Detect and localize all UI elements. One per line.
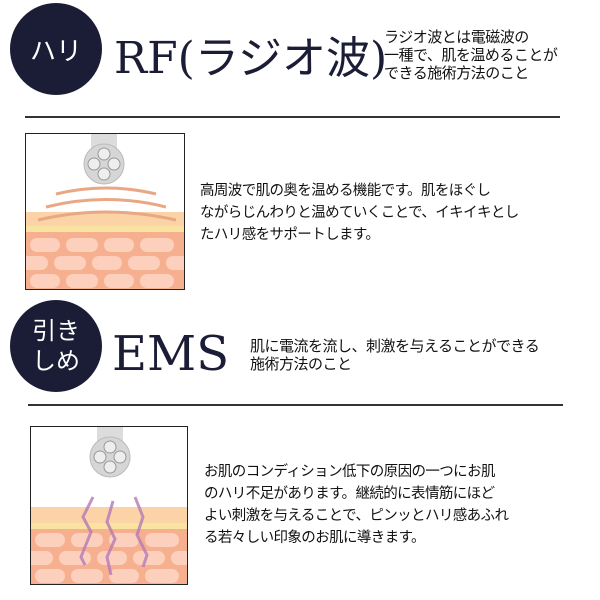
rf-body-line: たハリ感をサポートします。 [200,227,380,243]
ems-body: お肌のコンディション低下の原因の一つにお肌 のハリ不足があります。継続的に表情筋… [204,461,509,549]
rf-description-line: できる施術方法のこと [384,64,529,82]
ems-body-line: る若々しい印象のお肌に導きます。 [204,530,426,546]
rf-waves [37,186,177,222]
ems-description-line: 肌に電流を流し、刺激を与えることができる [250,337,540,355]
ems-body-line: お肌のコンディション低下の原因の一つにお肌 [204,464,495,480]
rf-description-line: ラジオ波とは電磁波の [384,28,529,46]
hikishime-badge-line: 引き [32,317,80,345]
rf-description: ラジオ波とは電磁波の 一種で、肌を温めることが できる施術方法のこと [384,28,558,82]
rf-divider [25,116,560,118]
ems-divider [28,404,563,406]
hikishime-badge-line: しめ [32,347,80,375]
ems-description-line: 施術方法のこと [250,355,352,373]
ems-body-line: よい刺激を与えることで、ピンッとハリ感あふれ [204,508,509,524]
rf-title: RF(ラジオ波) [114,33,388,84]
hikishime-badge: 引き しめ [10,300,102,392]
ems-currents [79,496,149,576]
rf-description-line: 一種で、肌を温めることが [384,46,558,64]
ems-body-line: のハリ不足があります。継続的に表情筋にほど [204,486,495,502]
rf-body-line: ながらじんわりと温めていくことで、イキイキとし [200,205,519,221]
ems-title: EMS [112,326,230,382]
rf-body: 高周波で肌の奥を温める機能です。肌をほぐし ながらじんわりと温めていくことで、イ… [200,180,519,246]
ems-illustration [30,426,188,585]
ems-description: 肌に電流を流し、刺激を与えることができる 施術方法のこと [250,337,540,373]
hari-badge-label: ハリ [29,36,82,67]
rf-body-line: 高周波で肌の奥を温める機能です。肌をほぐし [200,183,491,199]
hari-badge: ハリ [10,3,102,95]
rf-illustration [25,133,185,290]
